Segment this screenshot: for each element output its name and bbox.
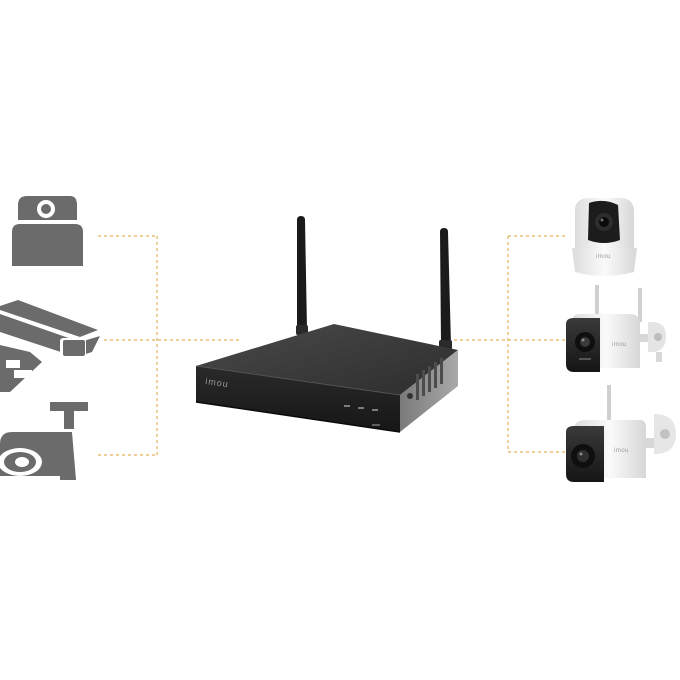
bullet-camera-brand-logo: imou: [614, 448, 629, 454]
antenna-left: [296, 216, 308, 335]
indoor-pan-tilt-camera: imou: [572, 198, 637, 276]
box-camera-icon: [0, 300, 100, 392]
dome-camera-icon: [12, 196, 83, 266]
outdoor-turret-camera: imou: [566, 285, 666, 372]
turret-camera-brand-logo: imou: [612, 342, 627, 348]
outdoor-bullet-camera: imou: [566, 385, 676, 482]
indoor-camera-brand-logo: imou: [596, 254, 611, 260]
antenna-right: [439, 228, 452, 350]
nvr-recorder: imou: [196, 216, 458, 432]
bullet-camera-icon: [0, 402, 88, 480]
